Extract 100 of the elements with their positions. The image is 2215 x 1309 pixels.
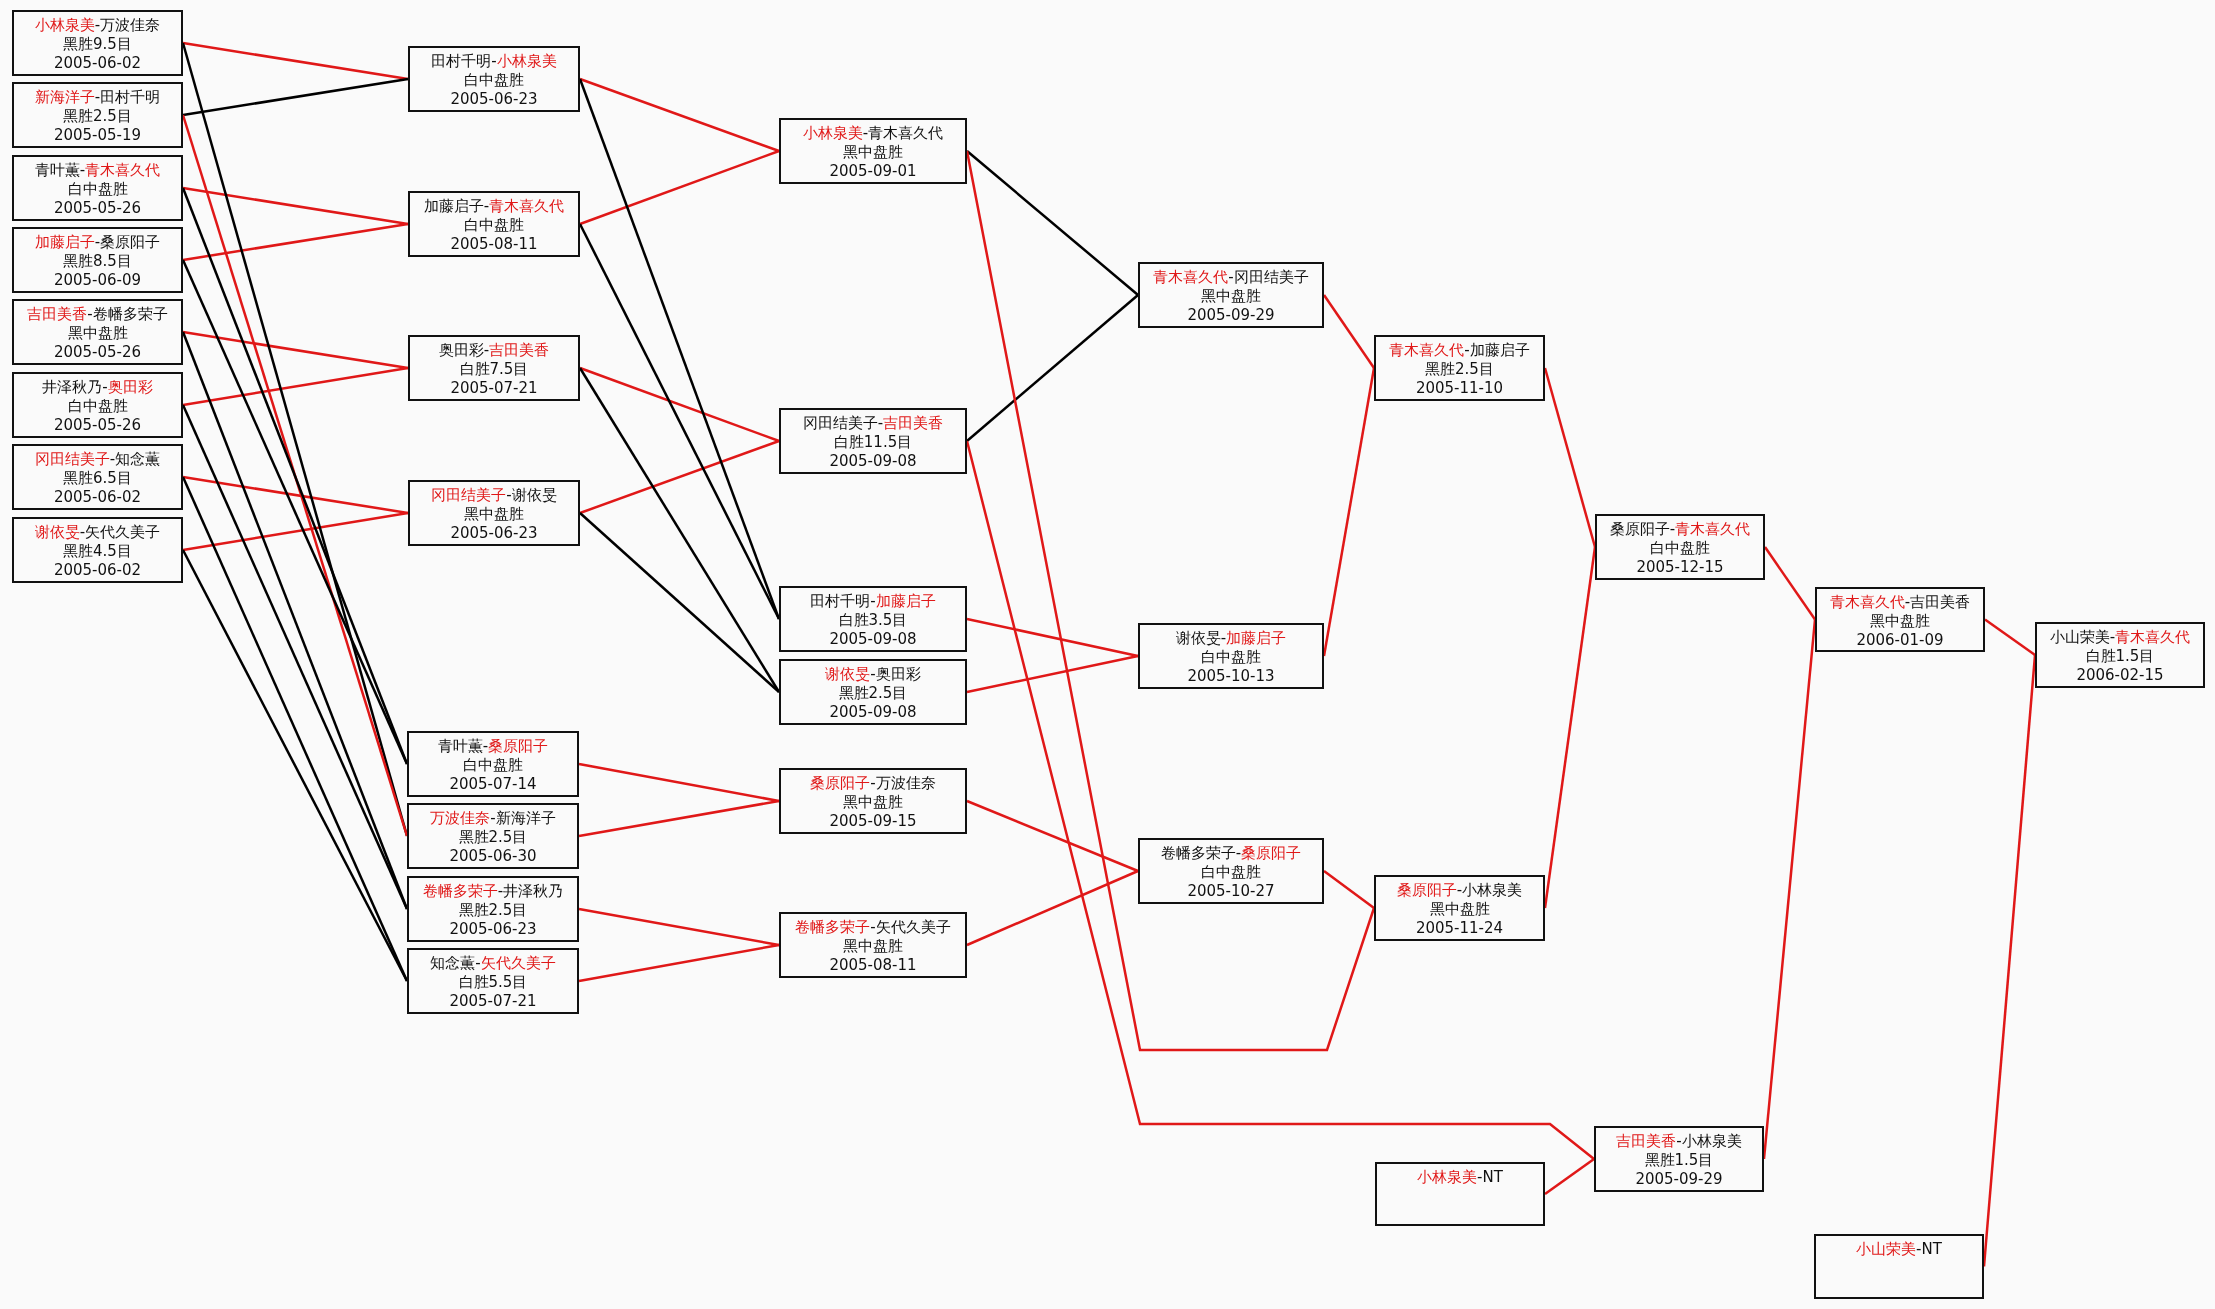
result-text: 黑胜2.5目 xyxy=(1424,360,1495,379)
player-names: 田村千明-加藤启子 xyxy=(809,592,937,611)
result-text: 黑胜2.5目 xyxy=(457,901,529,920)
date-text: 2005-05-19 xyxy=(52,126,143,145)
result-text: 黑中盘胜 xyxy=(842,937,904,956)
result-text: 黑中盘胜 xyxy=(842,143,904,162)
date-text: 2005-09-08 xyxy=(828,452,918,471)
match-box xyxy=(779,768,967,834)
date-text: 2005-09-29 xyxy=(1186,306,1276,325)
player-names: 桑原阳子-小林泉美 xyxy=(1395,881,1524,900)
connector-line xyxy=(182,511,409,552)
player-names: 小林泉美-NT xyxy=(1416,1168,1504,1187)
player-names: 卷幡多荣子-井泽秋乃 xyxy=(421,882,565,901)
match-box xyxy=(1594,1126,1764,1192)
player-names: 冈田结美子-谢依旻 xyxy=(430,486,558,505)
match-box xyxy=(1374,335,1545,401)
result-text: 白中盘胜 xyxy=(66,180,129,199)
result-text: 黑中盘胜 xyxy=(1200,287,1262,306)
player-names: 青木喜久代-冈田结美子 xyxy=(1152,268,1310,287)
match-box xyxy=(407,731,579,797)
date-text: 2005-05-26 xyxy=(52,416,143,435)
match-box xyxy=(1138,262,1324,328)
match-box xyxy=(1138,623,1324,689)
match-box xyxy=(1595,514,1765,580)
player-names: 青叶薫-桑原阳子 xyxy=(436,737,550,756)
match-box xyxy=(12,227,183,293)
connector-line xyxy=(182,330,409,370)
match-box xyxy=(779,408,967,474)
match-box xyxy=(12,299,183,365)
player-names: 井泽秋乃-奥田彩 xyxy=(41,378,154,397)
date-text: 2005-09-08 xyxy=(828,630,918,649)
connector-line xyxy=(966,654,1139,694)
date-text: 2005-06-23 xyxy=(449,524,539,543)
connector-line xyxy=(579,77,780,153)
result-text: 白中盘胜 xyxy=(66,397,129,416)
result-text: 白中盘胜 xyxy=(1649,539,1711,558)
match-box xyxy=(779,586,967,652)
date-text: 2006-02-15 xyxy=(2075,666,2165,685)
date-text: 2005-06-23 xyxy=(448,920,538,939)
result-text: 白中盘胜 xyxy=(463,71,525,90)
connector-line xyxy=(182,475,409,515)
connector-line xyxy=(182,366,409,407)
date-text: 2005-09-29 xyxy=(1634,1170,1724,1189)
result-text: 白胜7.5目 xyxy=(458,360,530,379)
player-names: 吉田美香-小林泉美 xyxy=(1615,1132,1743,1151)
connector-line xyxy=(966,294,1139,442)
date-text: 2005-07-21 xyxy=(448,992,538,1011)
connector-line xyxy=(579,366,780,443)
connector-line xyxy=(578,943,780,983)
result-text: 黑胜2.5目 xyxy=(62,107,133,126)
date-text: 2005-10-27 xyxy=(1186,882,1276,901)
date-text: 2005-11-10 xyxy=(1414,379,1505,398)
match-box xyxy=(2035,622,2205,688)
connector-line xyxy=(966,799,1139,873)
connector-line xyxy=(182,186,409,226)
date-text: 2005-10-13 xyxy=(1186,667,1276,686)
connector-line xyxy=(1984,618,2036,656)
connector-line xyxy=(966,869,1139,947)
connector-line xyxy=(182,41,409,81)
result-text: 白胜3.5目 xyxy=(837,611,909,630)
result-text: 白胜11.5目 xyxy=(832,433,914,452)
result-text: 黑胜8.5目 xyxy=(62,252,133,271)
match-box xyxy=(12,10,183,76)
date-text: 2005-05-26 xyxy=(52,343,143,362)
match-box xyxy=(12,82,183,148)
match-box xyxy=(1814,1234,1984,1299)
date-text: 2005-06-02 xyxy=(52,561,143,580)
connector-line xyxy=(578,907,780,947)
result-text: 白中盘胜 xyxy=(463,216,525,235)
connector-line xyxy=(578,762,780,803)
match-box xyxy=(407,803,579,869)
result-text: 白胜1.5目 xyxy=(2084,647,2156,666)
date-text: 2005-09-01 xyxy=(828,162,918,181)
connector-line xyxy=(966,617,1139,658)
player-names: 冈田结美子-吉田美香 xyxy=(801,414,945,433)
result-text: 黑中盘胜 xyxy=(463,505,525,524)
player-names: 小山荣美-青木喜久代 xyxy=(2048,628,2192,647)
date-text: 2005-05-26 xyxy=(52,199,143,218)
player-names: 新海洋子-田村千明 xyxy=(33,88,162,107)
player-names: 谢依旻-加藤启子 xyxy=(1174,629,1288,648)
date-text: 2006-01-09 xyxy=(1855,631,1945,650)
match-box xyxy=(1138,838,1324,904)
player-names: 万波佳奈-新海洋子 xyxy=(429,809,557,828)
player-names: 卷幡多荣子-桑原阳子 xyxy=(1159,844,1303,863)
player-names: 谢依旻-奥田彩 xyxy=(824,665,922,684)
player-names: 吉田美香-卷幡多荣子 xyxy=(26,305,169,324)
match-box xyxy=(407,948,579,1014)
match-box xyxy=(408,480,580,546)
player-names: 加藤启子-桑原阳子 xyxy=(33,233,162,252)
date-text: 2005-07-21 xyxy=(449,379,539,398)
result-text: 黑胜2.5目 xyxy=(457,828,529,847)
result-text: 黑中盘胜 xyxy=(1869,612,1931,631)
player-names: 田村千明-小林泉美 xyxy=(430,52,558,71)
player-names: 桑原阳子-万波佳奈 xyxy=(809,774,937,793)
connector-line xyxy=(579,439,780,515)
date-text: 2005-09-08 xyxy=(828,703,918,722)
player-names: 加藤启子-青木喜久代 xyxy=(422,197,566,216)
result-text: 黑胜6.5目 xyxy=(62,469,133,488)
connector-line xyxy=(579,512,780,693)
date-text: 2005-06-30 xyxy=(448,847,538,866)
